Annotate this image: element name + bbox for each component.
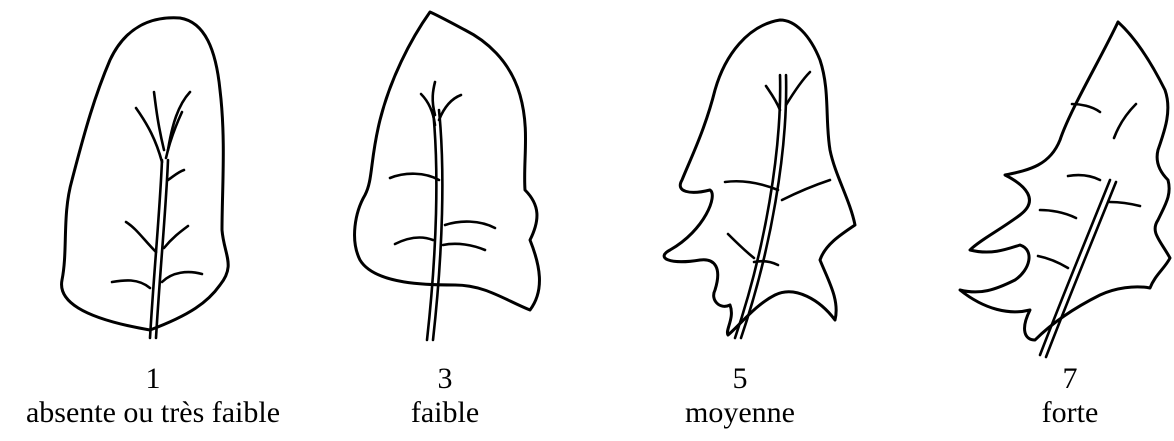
scale-label-2: faible	[330, 396, 560, 430]
scale-item-1: 1 absente ou très faible	[0, 362, 306, 430]
scale-note-1: 1	[0, 362, 306, 396]
leaf-drawing-2	[335, 0, 555, 350]
scale-item-2: 3 faible	[330, 362, 560, 430]
leaf-drawing-4	[940, 0, 1174, 360]
scale-note-2: 3	[330, 362, 560, 396]
leaf-drawing-1	[40, 0, 240, 350]
scale-label-4: forte	[990, 396, 1150, 430]
scale-label-3: moyenne	[640, 396, 840, 430]
scale-item-3: 5 moyenne	[640, 362, 840, 430]
scale-note-3: 5	[640, 362, 840, 396]
leaf-drawing-3	[630, 0, 870, 350]
scale-label-1: absente ou très faible	[0, 396, 306, 430]
scale-note-4: 7	[990, 362, 1150, 396]
scale-item-4: 7 forte	[990, 362, 1150, 430]
